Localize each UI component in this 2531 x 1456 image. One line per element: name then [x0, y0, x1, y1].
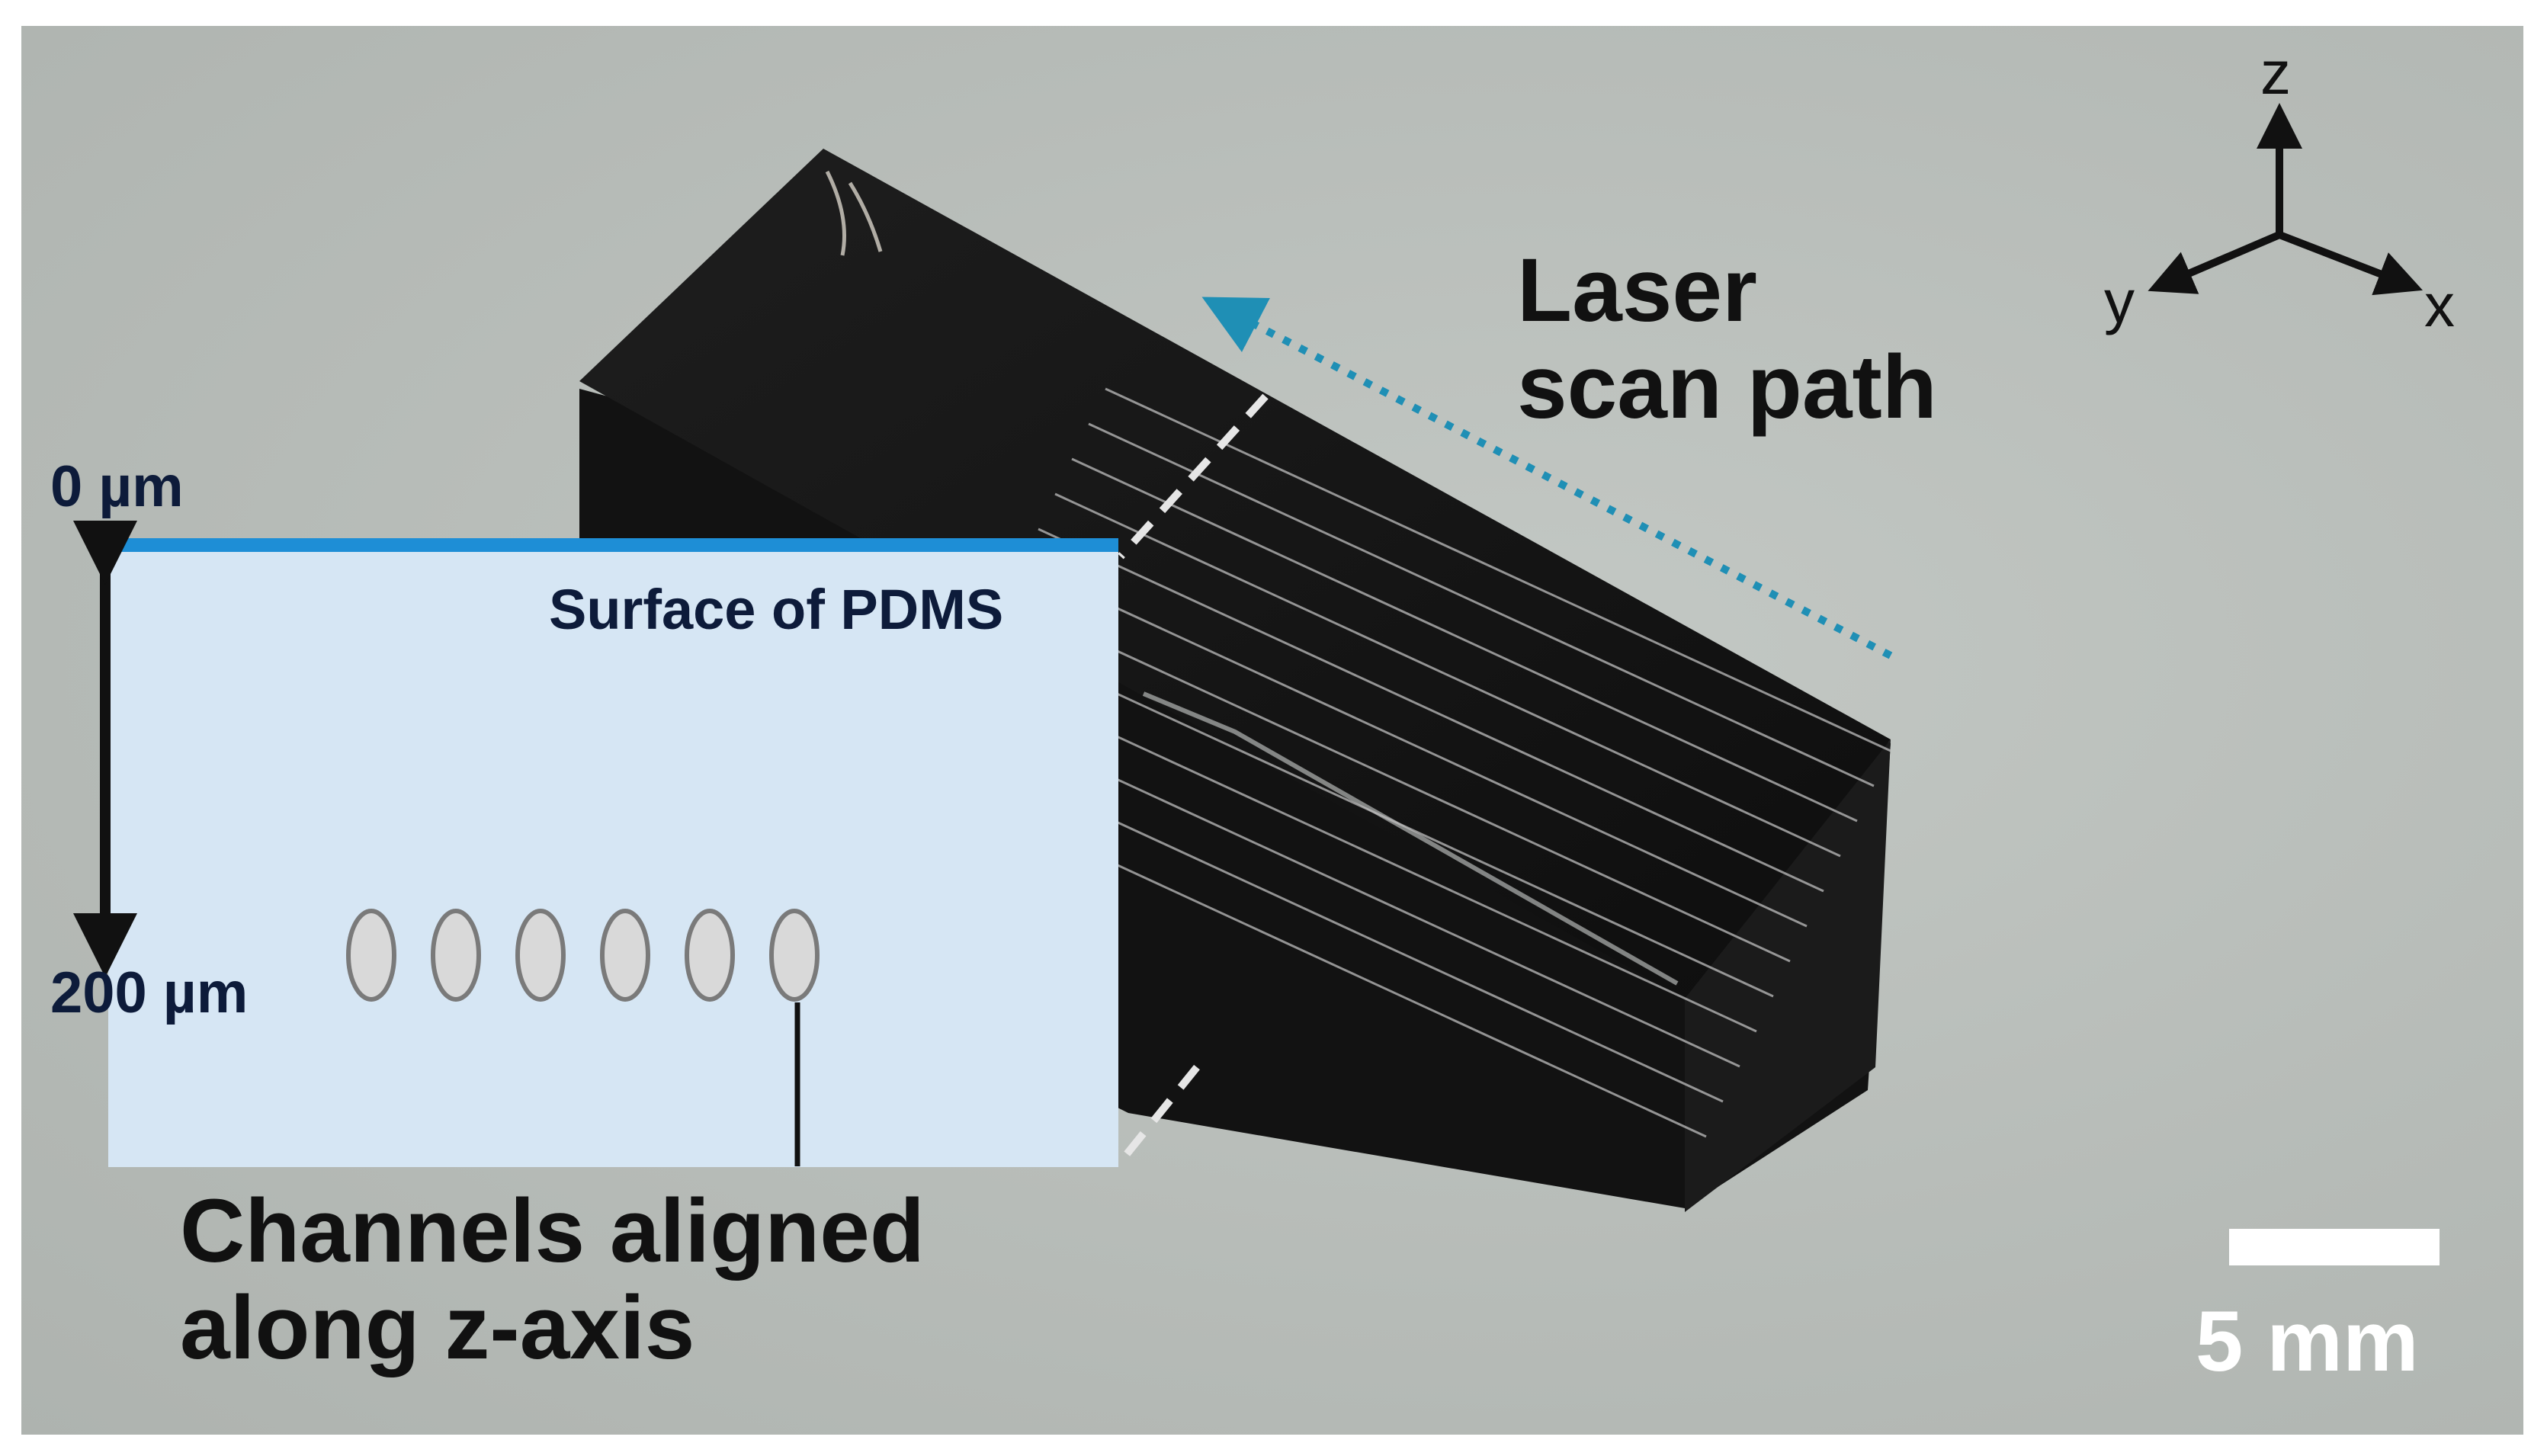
channels-label: Channels aligned along z-axis	[180, 1181, 925, 1379]
laser-label-line-2: scan path	[1517, 337, 1937, 438]
laser-scan-path-label: Laser scan path	[1517, 242, 1937, 437]
laser-groove	[1105, 387, 1891, 752]
x-axis-arrow	[2278, 231, 2423, 296]
inset-background	[108, 538, 1118, 1167]
y-axis-arrow	[2148, 231, 2281, 294]
depth-top-label: 0 µm	[50, 454, 184, 519]
laser-scan-arrow	[1201, 297, 1893, 659]
channel-ellipse	[769, 909, 820, 1002]
axes-triad	[2148, 103, 2423, 296]
laser-groove	[1071, 457, 1858, 823]
channels-label-line-1: Channels aligned	[180, 1181, 925, 1281]
laser-groove	[1004, 598, 1791, 963]
guide-line-bottom	[1114, 1064, 1200, 1169]
channel-ellipse	[346, 909, 396, 1002]
channel-ellipse	[685, 909, 735, 1002]
scale-bar	[2229, 1229, 2440, 1265]
laser-groove	[1054, 492, 1841, 858]
surface-label: Surface of PDMS	[549, 578, 1004, 641]
depth-bottom-label: 200 µm	[50, 961, 249, 1025]
laser-groove	[987, 633, 1774, 998]
axis-y-label: y	[2104, 268, 2135, 335]
channel-ellipse	[600, 909, 650, 1002]
channel-ellipse	[515, 909, 566, 1002]
block-end-face	[1685, 739, 1891, 1212]
laser-groove	[1088, 422, 1875, 787]
cross-section-inset	[99, 538, 1118, 1167]
laser-label-line-1: Laser	[1517, 240, 1757, 341]
channel-ellipses	[346, 909, 820, 1002]
debris-mark	[825, 170, 883, 256]
pdms-surface-line	[99, 538, 1118, 552]
channels-label-line-2: along z-axis	[180, 1278, 695, 1379]
axis-x-label: x	[2424, 271, 2455, 339]
scale-bar-label: 5 mm	[2196, 1294, 2419, 1389]
block-top-face	[579, 149, 1891, 999]
laser-groove	[1021, 563, 1808, 928]
laser-groove	[1038, 528, 1824, 893]
guide-line-top	[1118, 393, 1269, 560]
channel-ellipse	[431, 909, 481, 1002]
block-edge-highlight	[1142, 691, 1679, 986]
axis-z-label: z	[2260, 39, 2291, 107]
